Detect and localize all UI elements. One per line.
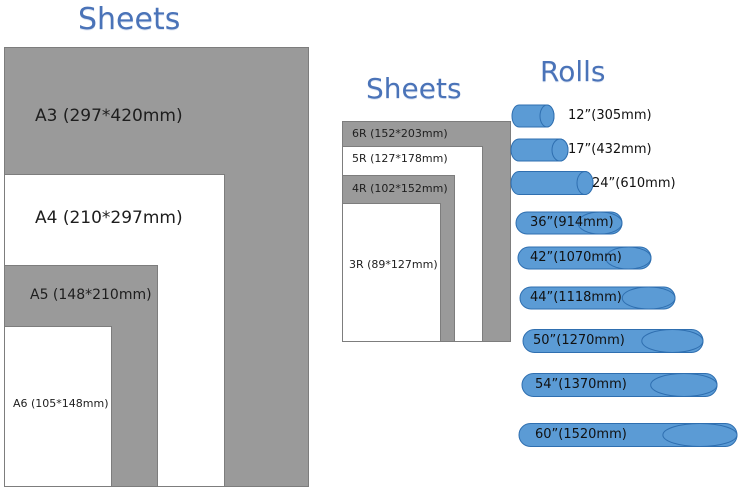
roll-5 (517, 246, 652, 270)
roll-2 (510, 138, 569, 162)
roll-label-9: 60”(1520mm) (535, 427, 627, 442)
roll-label-7: 50”(1270mm) (533, 333, 625, 348)
sheet-a3-label: A3 (297*420mm) (35, 106, 183, 126)
roll-4 (515, 211, 623, 235)
roll-9 (518, 423, 738, 447)
roll-label-5: 42”(1070mm) (530, 250, 622, 265)
sheet-5r-label: 5R (127*178mm) (352, 152, 448, 165)
roll-label-3: 24”(610mm) (592, 176, 676, 191)
roll-label-2: 17”(432mm) (568, 142, 652, 157)
roll-label-4: 36”(914mm) (530, 215, 614, 230)
roll-label-1: 12”(305mm) (568, 108, 652, 123)
roll-6 (519, 286, 676, 310)
middle-sheets-heading: Sheets (366, 72, 462, 105)
sheet-3r-label: 3R (89*127mm) (349, 258, 438, 271)
roll-3 (510, 171, 594, 195)
sheet-a6: A6 (105*148mm) (4, 326, 112, 487)
left-sheets-heading: Sheets (78, 2, 181, 37)
roll-8 (521, 373, 718, 397)
sheet-3r: 3R (89*127mm) (342, 203, 441, 342)
roll-1 (511, 104, 555, 128)
sheet-a5-label: A5 (148*210mm) (30, 287, 152, 303)
roll-label-6: 44”(1118mm) (530, 290, 622, 305)
sheet-6r-label: 6R (152*203mm) (352, 127, 448, 140)
roll-label-8: 54”(1370mm) (535, 377, 627, 392)
sheet-a4-label: A4 (210*297mm) (35, 208, 183, 228)
rolls-heading: Rolls (540, 55, 606, 88)
sheet-4r-label: 4R (102*152mm) (352, 182, 448, 195)
roll-7 (522, 329, 704, 353)
sheet-a6-label: A6 (105*148mm) (13, 397, 109, 410)
